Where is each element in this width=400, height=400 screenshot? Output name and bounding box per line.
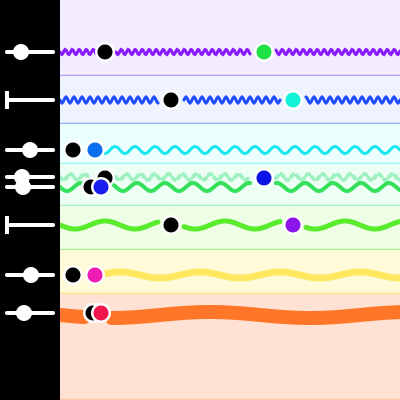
marker-green-end[interactable] xyxy=(93,179,109,195)
wave-blue-segment-1 xyxy=(60,95,160,105)
wave-cyan-segment-1 xyxy=(102,144,400,156)
marker-cyan-start[interactable] xyxy=(65,142,81,158)
wave-orange-segment-1 xyxy=(60,308,91,325)
wave-lime-segment-2 xyxy=(181,218,283,232)
slider-row-6-handle[interactable] xyxy=(22,267,39,283)
marker-blue-start[interactable] xyxy=(163,92,179,108)
band-cyan xyxy=(60,124,400,164)
wave-mint-dashed-segment-3 xyxy=(274,172,400,182)
wave-green-segment-3 xyxy=(274,180,400,194)
slider-row-4b-handle[interactable] xyxy=(15,179,32,195)
marker-lime-start[interactable] xyxy=(163,217,179,233)
marker-yellow-end[interactable] xyxy=(87,267,103,283)
marker-mint-end[interactable] xyxy=(256,170,272,186)
wave-lime-segment-1 xyxy=(60,218,161,232)
marker-cyan-end[interactable] xyxy=(87,142,103,158)
wave-violet-segment-2 xyxy=(114,47,252,57)
slider-row-5-handle[interactable] xyxy=(5,216,9,234)
slider-row-1-handle[interactable] xyxy=(13,44,30,60)
wave-mint-dashed-segment-1 xyxy=(60,172,90,182)
slider-row-3-handle[interactable] xyxy=(22,142,38,158)
marker-orange-end[interactable] xyxy=(93,305,109,321)
marker-yellow-start[interactable] xyxy=(65,267,81,283)
slider-row-2-handle[interactable] xyxy=(5,91,9,109)
wave-violet-segment-3 xyxy=(274,47,400,57)
marker-violet-start[interactable] xyxy=(97,44,113,60)
marker-lime-end[interactable] xyxy=(285,217,301,233)
slider-row-2-track[interactable] xyxy=(5,98,55,102)
wave-canvas xyxy=(60,0,400,400)
slider-panel xyxy=(0,0,60,400)
slider-row-4a-track[interactable] xyxy=(5,175,55,179)
wave-mint-dashed-segment-2 xyxy=(114,172,252,182)
wave-lime-segment-3 xyxy=(303,218,400,232)
marker-blue-end[interactable] xyxy=(285,92,301,108)
wave-blue-segment-3 xyxy=(304,95,400,105)
wave-yellow-segment-1 xyxy=(102,268,400,282)
slider-row-7-handle[interactable] xyxy=(15,305,32,321)
wave-violet-segment-1 xyxy=(60,47,98,57)
wave-blue-segment-2 xyxy=(182,95,282,105)
band-green xyxy=(60,206,400,250)
marker-violet-end[interactable] xyxy=(256,44,272,60)
wave-green-segment-2 xyxy=(106,180,252,194)
slider-row-1-track[interactable] xyxy=(5,50,55,54)
band-violet xyxy=(60,0,400,76)
wave-orange-segment-2 xyxy=(105,305,400,325)
slider-row-5-track[interactable] xyxy=(5,223,55,227)
